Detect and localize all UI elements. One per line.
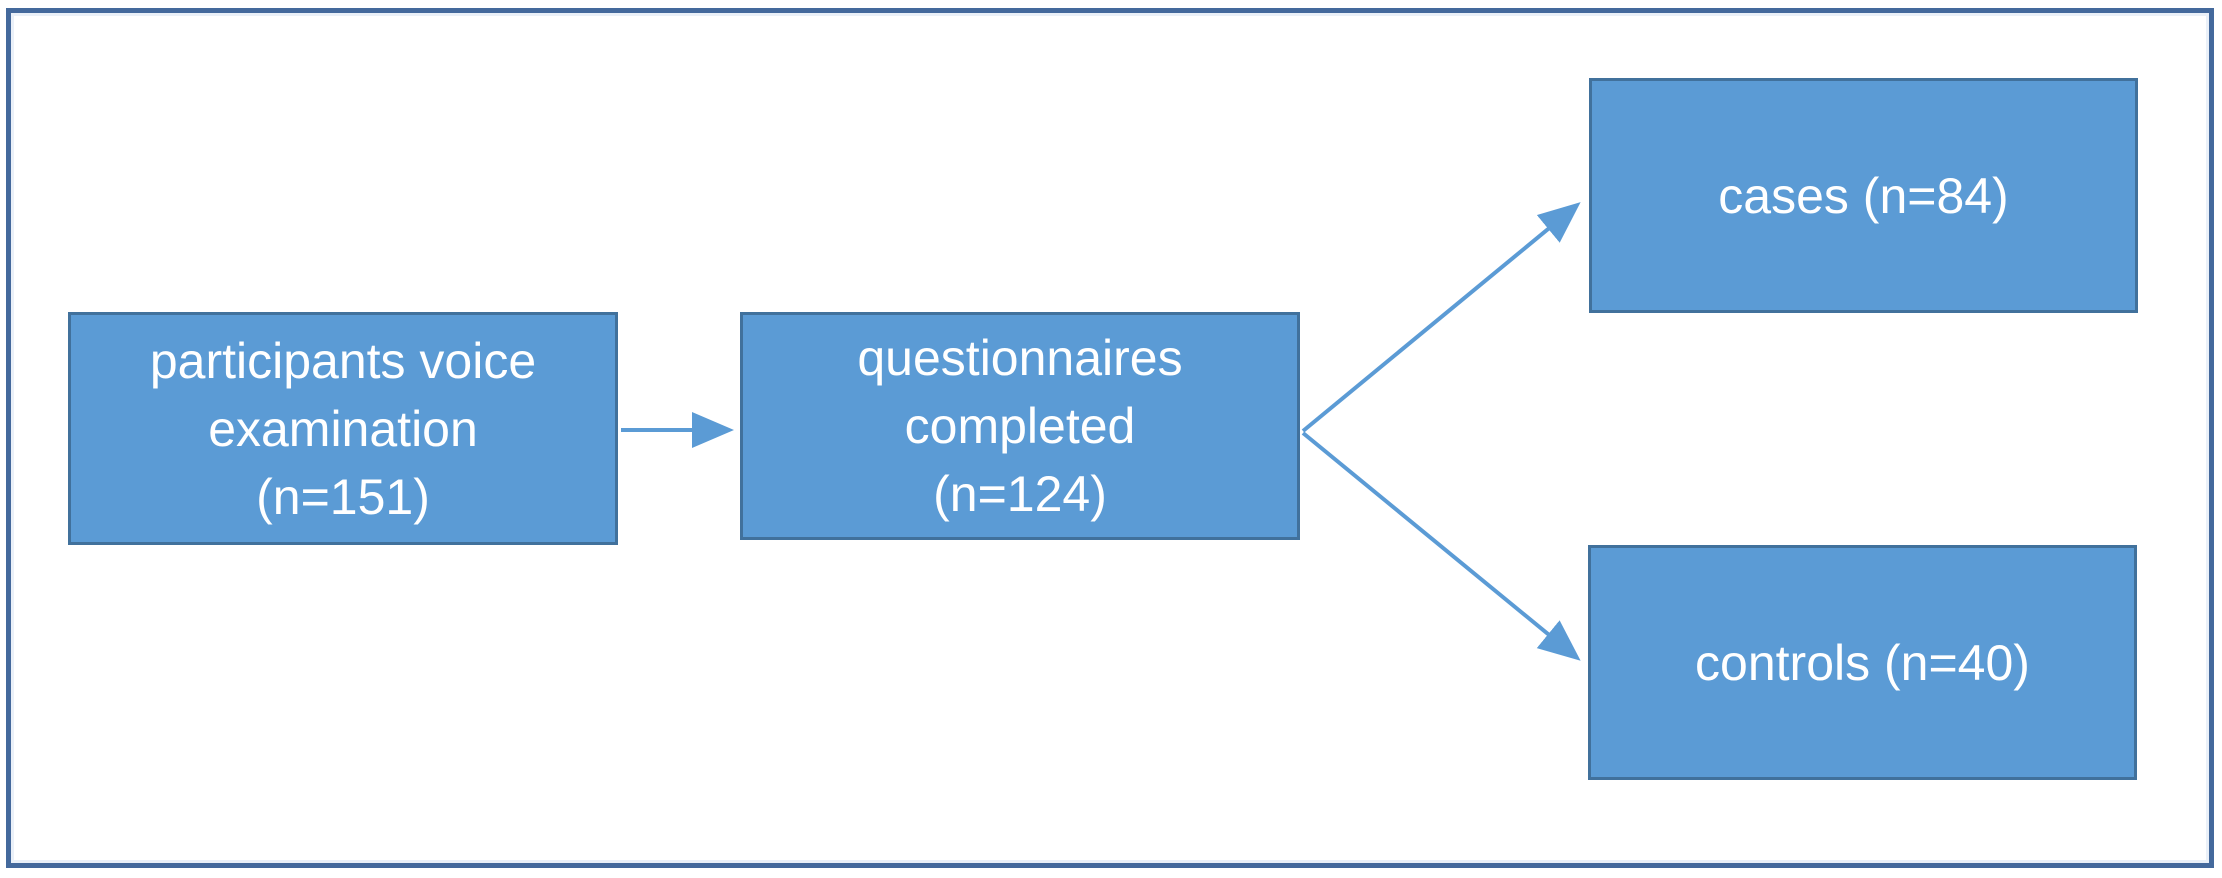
node-controls: controls (n=40) — [1588, 545, 2137, 780]
node-label-line: participants voice — [149, 332, 537, 389]
node-label-line: (n=124) — [933, 466, 1107, 522]
node-label-line: questionnaires — [857, 330, 1183, 386]
node-label-line: completed — [904, 398, 1136, 454]
node-label: cases (n=84) — [1718, 167, 2009, 224]
node-label-line: examination — [208, 400, 478, 457]
node-questionnaires-completed: questionnaires completed (n=124) — [740, 312, 1300, 540]
outer-frame-border — [6, 8, 2214, 868]
node-participants-voice-examination: participants voice examination (n=151) — [68, 312, 618, 545]
node-label: controls (n=40) — [1695, 634, 2030, 691]
node-cases: cases (n=84) — [1589, 78, 2138, 313]
node-label-line: (n=151) — [256, 468, 430, 525]
